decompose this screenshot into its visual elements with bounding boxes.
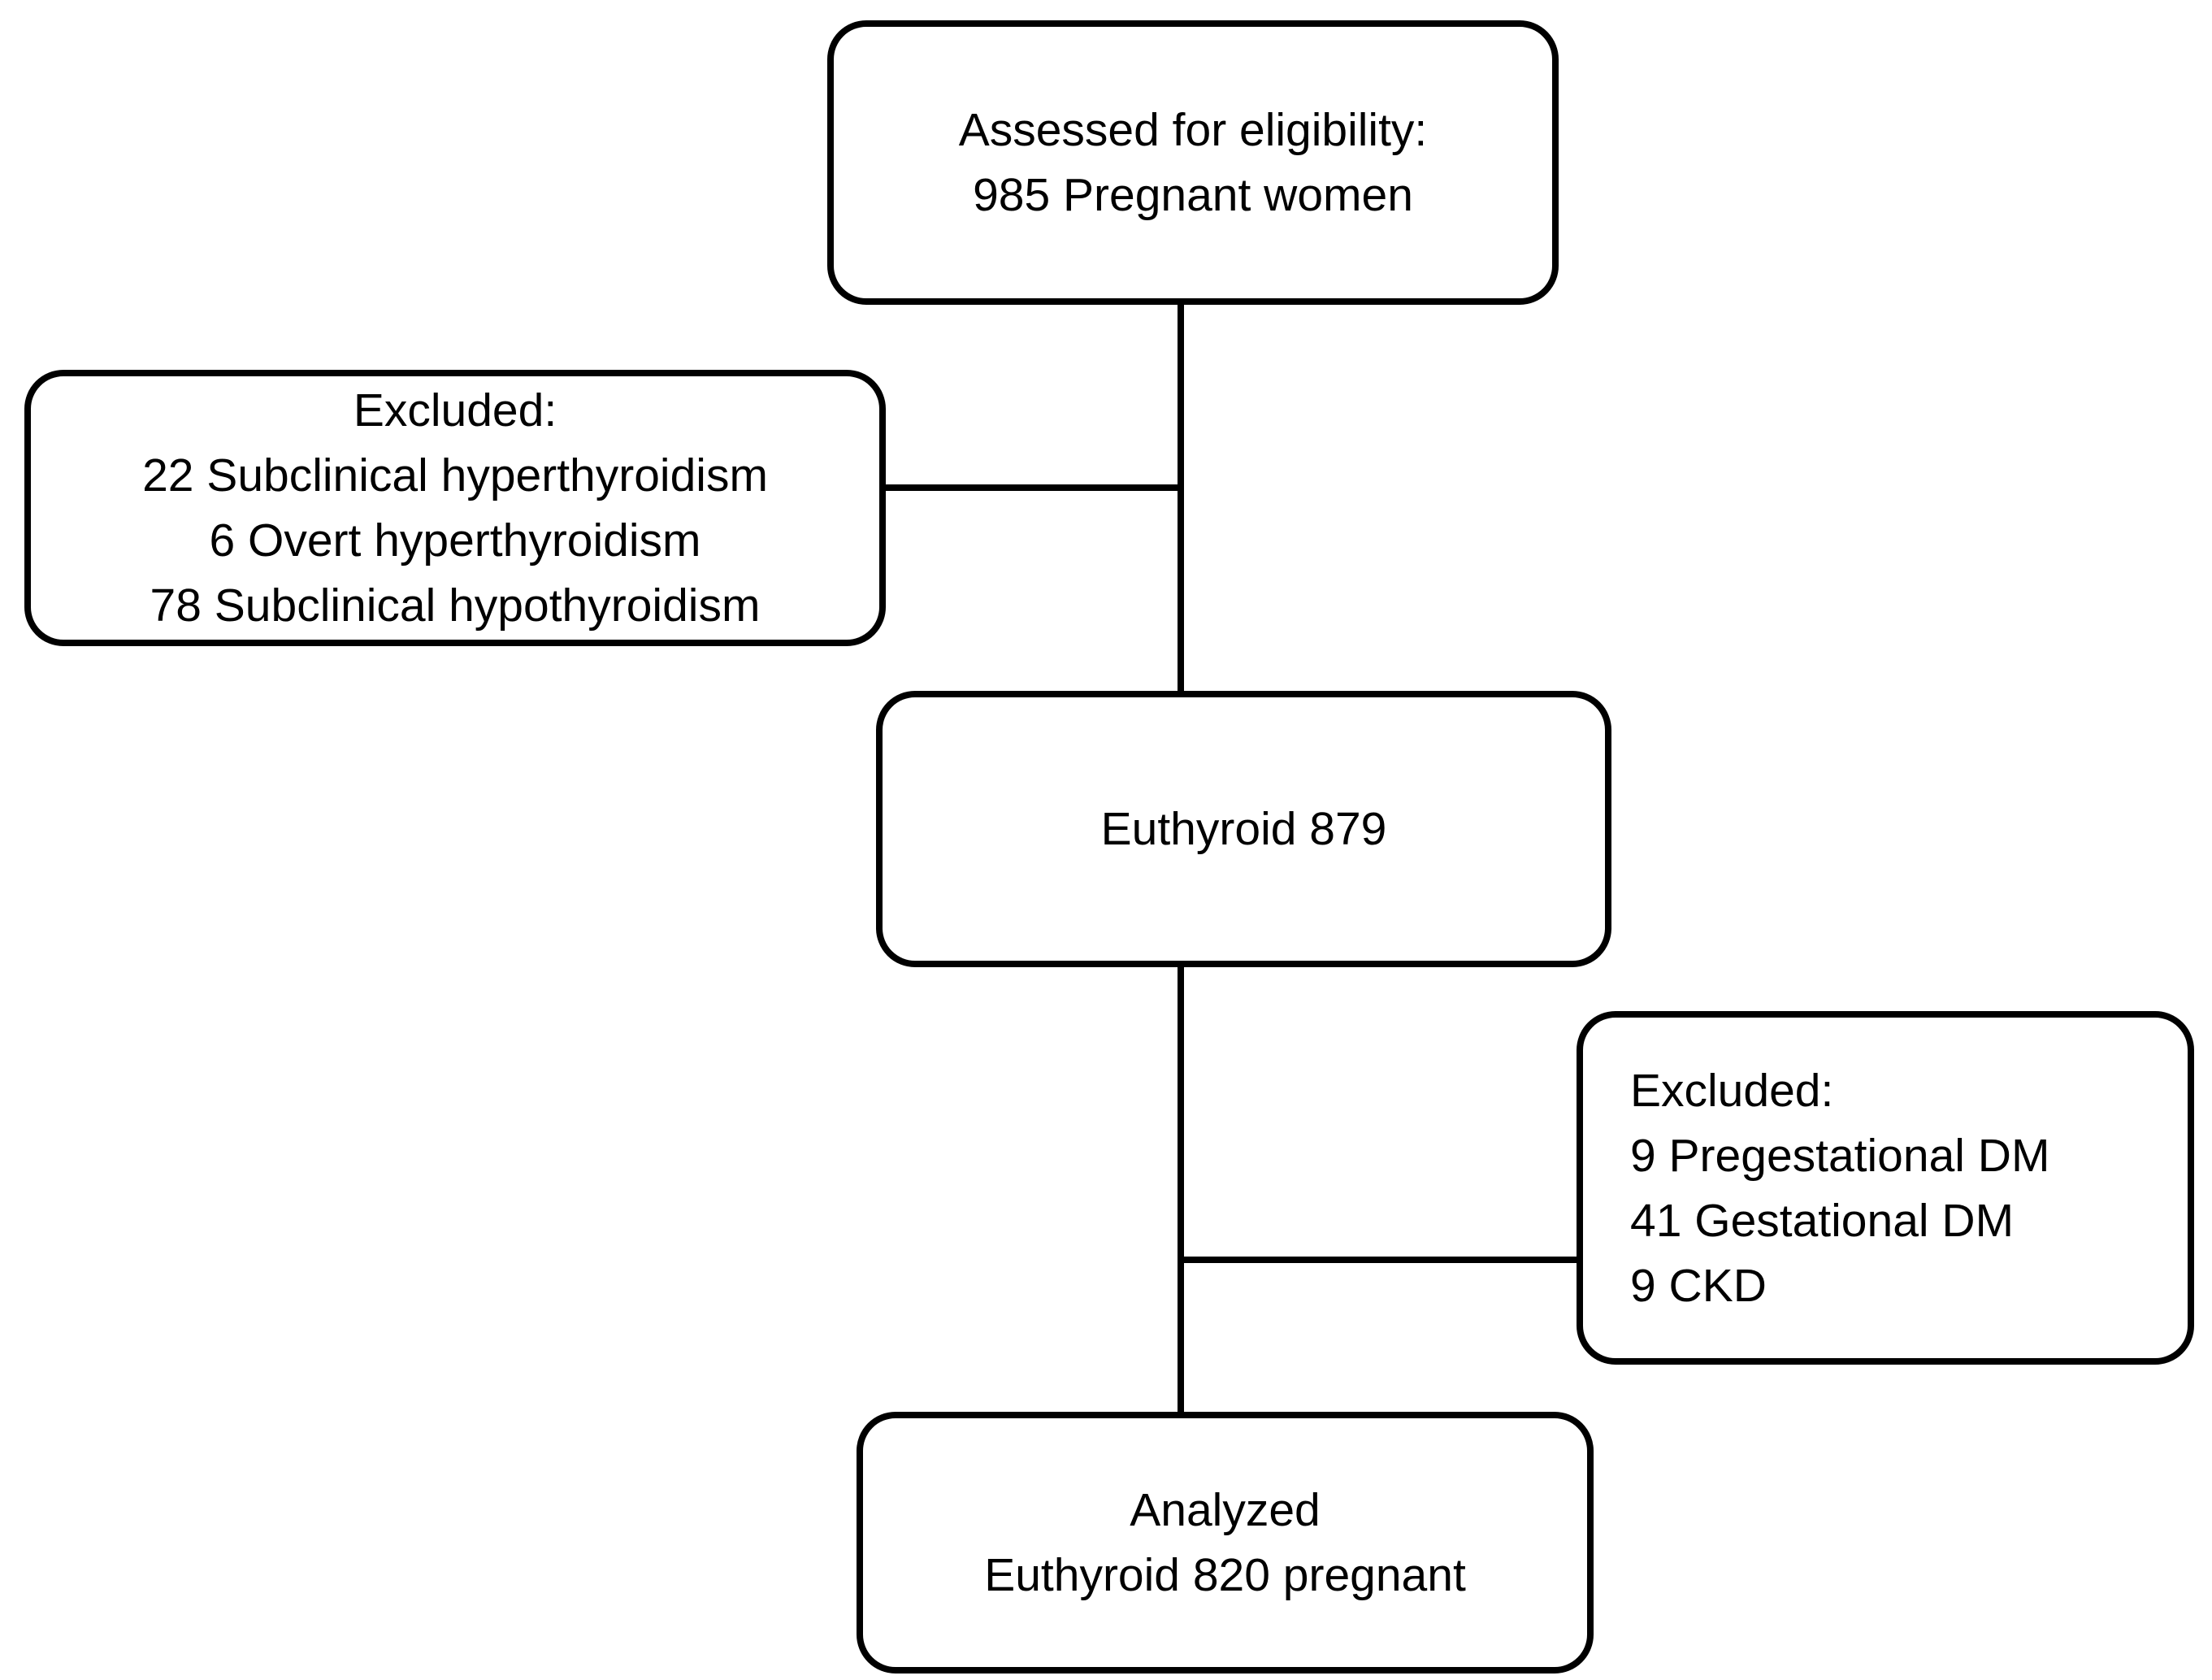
node-text-line: Assessed for eligibility:	[958, 104, 1428, 156]
node-text-line: Analyzed	[1130, 1484, 1321, 1536]
assessed-for-eligibility-box: Assessed for eligibility: 985 Pregnant w…	[827, 20, 1559, 305]
analyzed-box: Analyzed Euthyroid 820 pregnant	[857, 1412, 1594, 1673]
connector-branch-excluded-dm	[1181, 1257, 1577, 1263]
connector-branch-excluded-thyroid	[886, 484, 1184, 491]
connector-assessed-to-euthyroid	[1178, 305, 1184, 691]
node-text-line: Excluded:	[1630, 1064, 1834, 1117]
node-text-line: Excluded:	[353, 384, 557, 436]
node-text-line: Euthyroid 820 pregnant	[984, 1549, 1466, 1601]
excluded-thyroid-box: Excluded: 22 Subclinical hyperthyroidism…	[24, 370, 886, 646]
connector-euthyroid-to-analyzed	[1178, 967, 1184, 1412]
node-text-line: Euthyroid 879	[1100, 803, 1387, 855]
node-text-line: 78 Subclinical hypothyroidism	[150, 580, 761, 632]
euthyroid-box: Euthyroid 879	[876, 691, 1611, 967]
node-text-line: 9 Pregestational DM	[1630, 1129, 2050, 1182]
node-text-line: 985 Pregnant women	[973, 169, 1413, 221]
excluded-dm-ckd-box: Excluded: 9 Pregestational DM 41 Gestati…	[1577, 1011, 2194, 1365]
node-text-line: 22 Subclinical hyperthyroidism	[142, 449, 768, 501]
node-text-line: 9 CKD	[1630, 1259, 1767, 1312]
node-text-line: 41 Gestational DM	[1630, 1194, 2015, 1247]
node-text-line: 6 Overt hyperthyroidism	[209, 514, 701, 567]
